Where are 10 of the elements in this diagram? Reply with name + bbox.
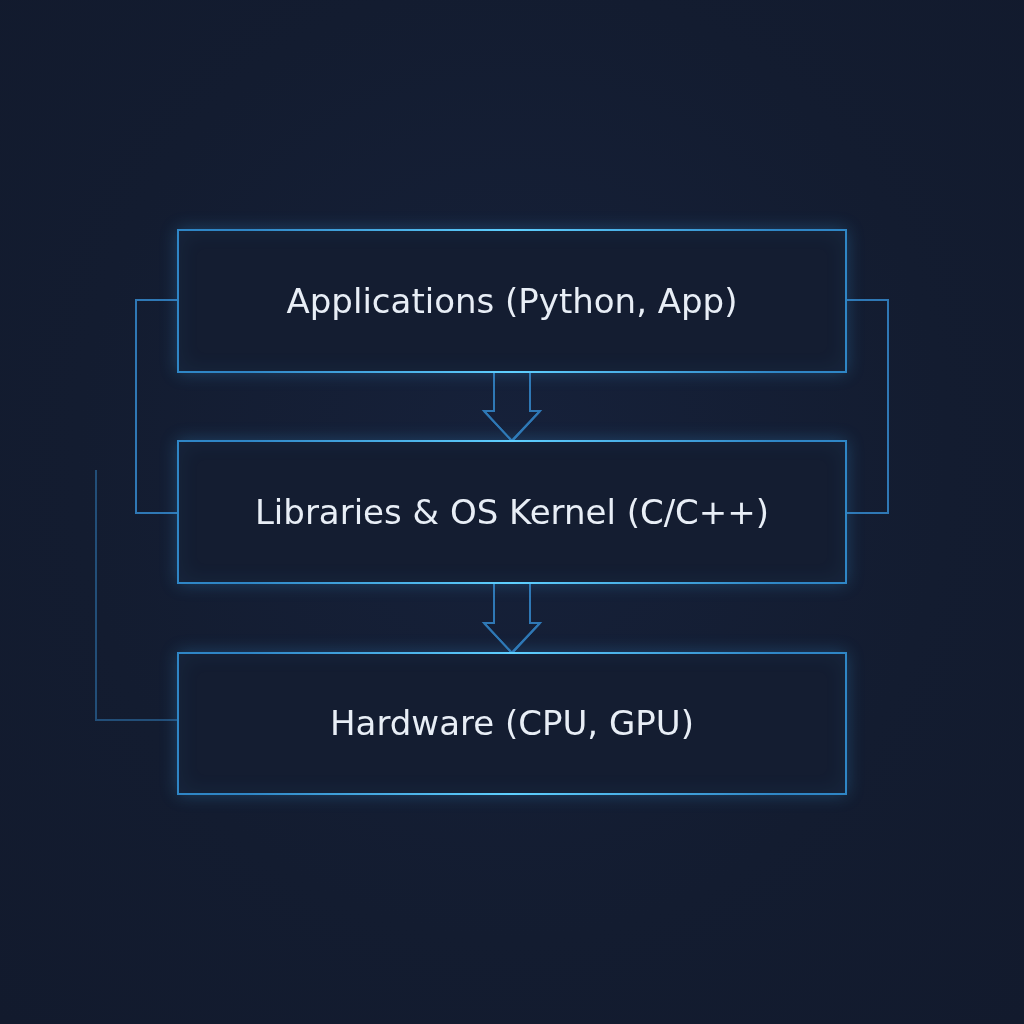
- connector-line: [95, 469, 178, 721]
- layer-box: [177, 652, 847, 795]
- layer-label: Libraries & OS Kernel (C/C++): [254, 491, 770, 533]
- connector-line: [846, 299, 889, 514]
- layer-label: Applications (Python, App): [286, 280, 738, 322]
- block-arrow: [481, 372, 543, 443]
- layer-box: [177, 440, 847, 584]
- block-arrow: [481, 583, 543, 655]
- layer-box: [177, 229, 847, 373]
- layer-label: Hardware (CPU, GPU): [330, 703, 694, 744]
